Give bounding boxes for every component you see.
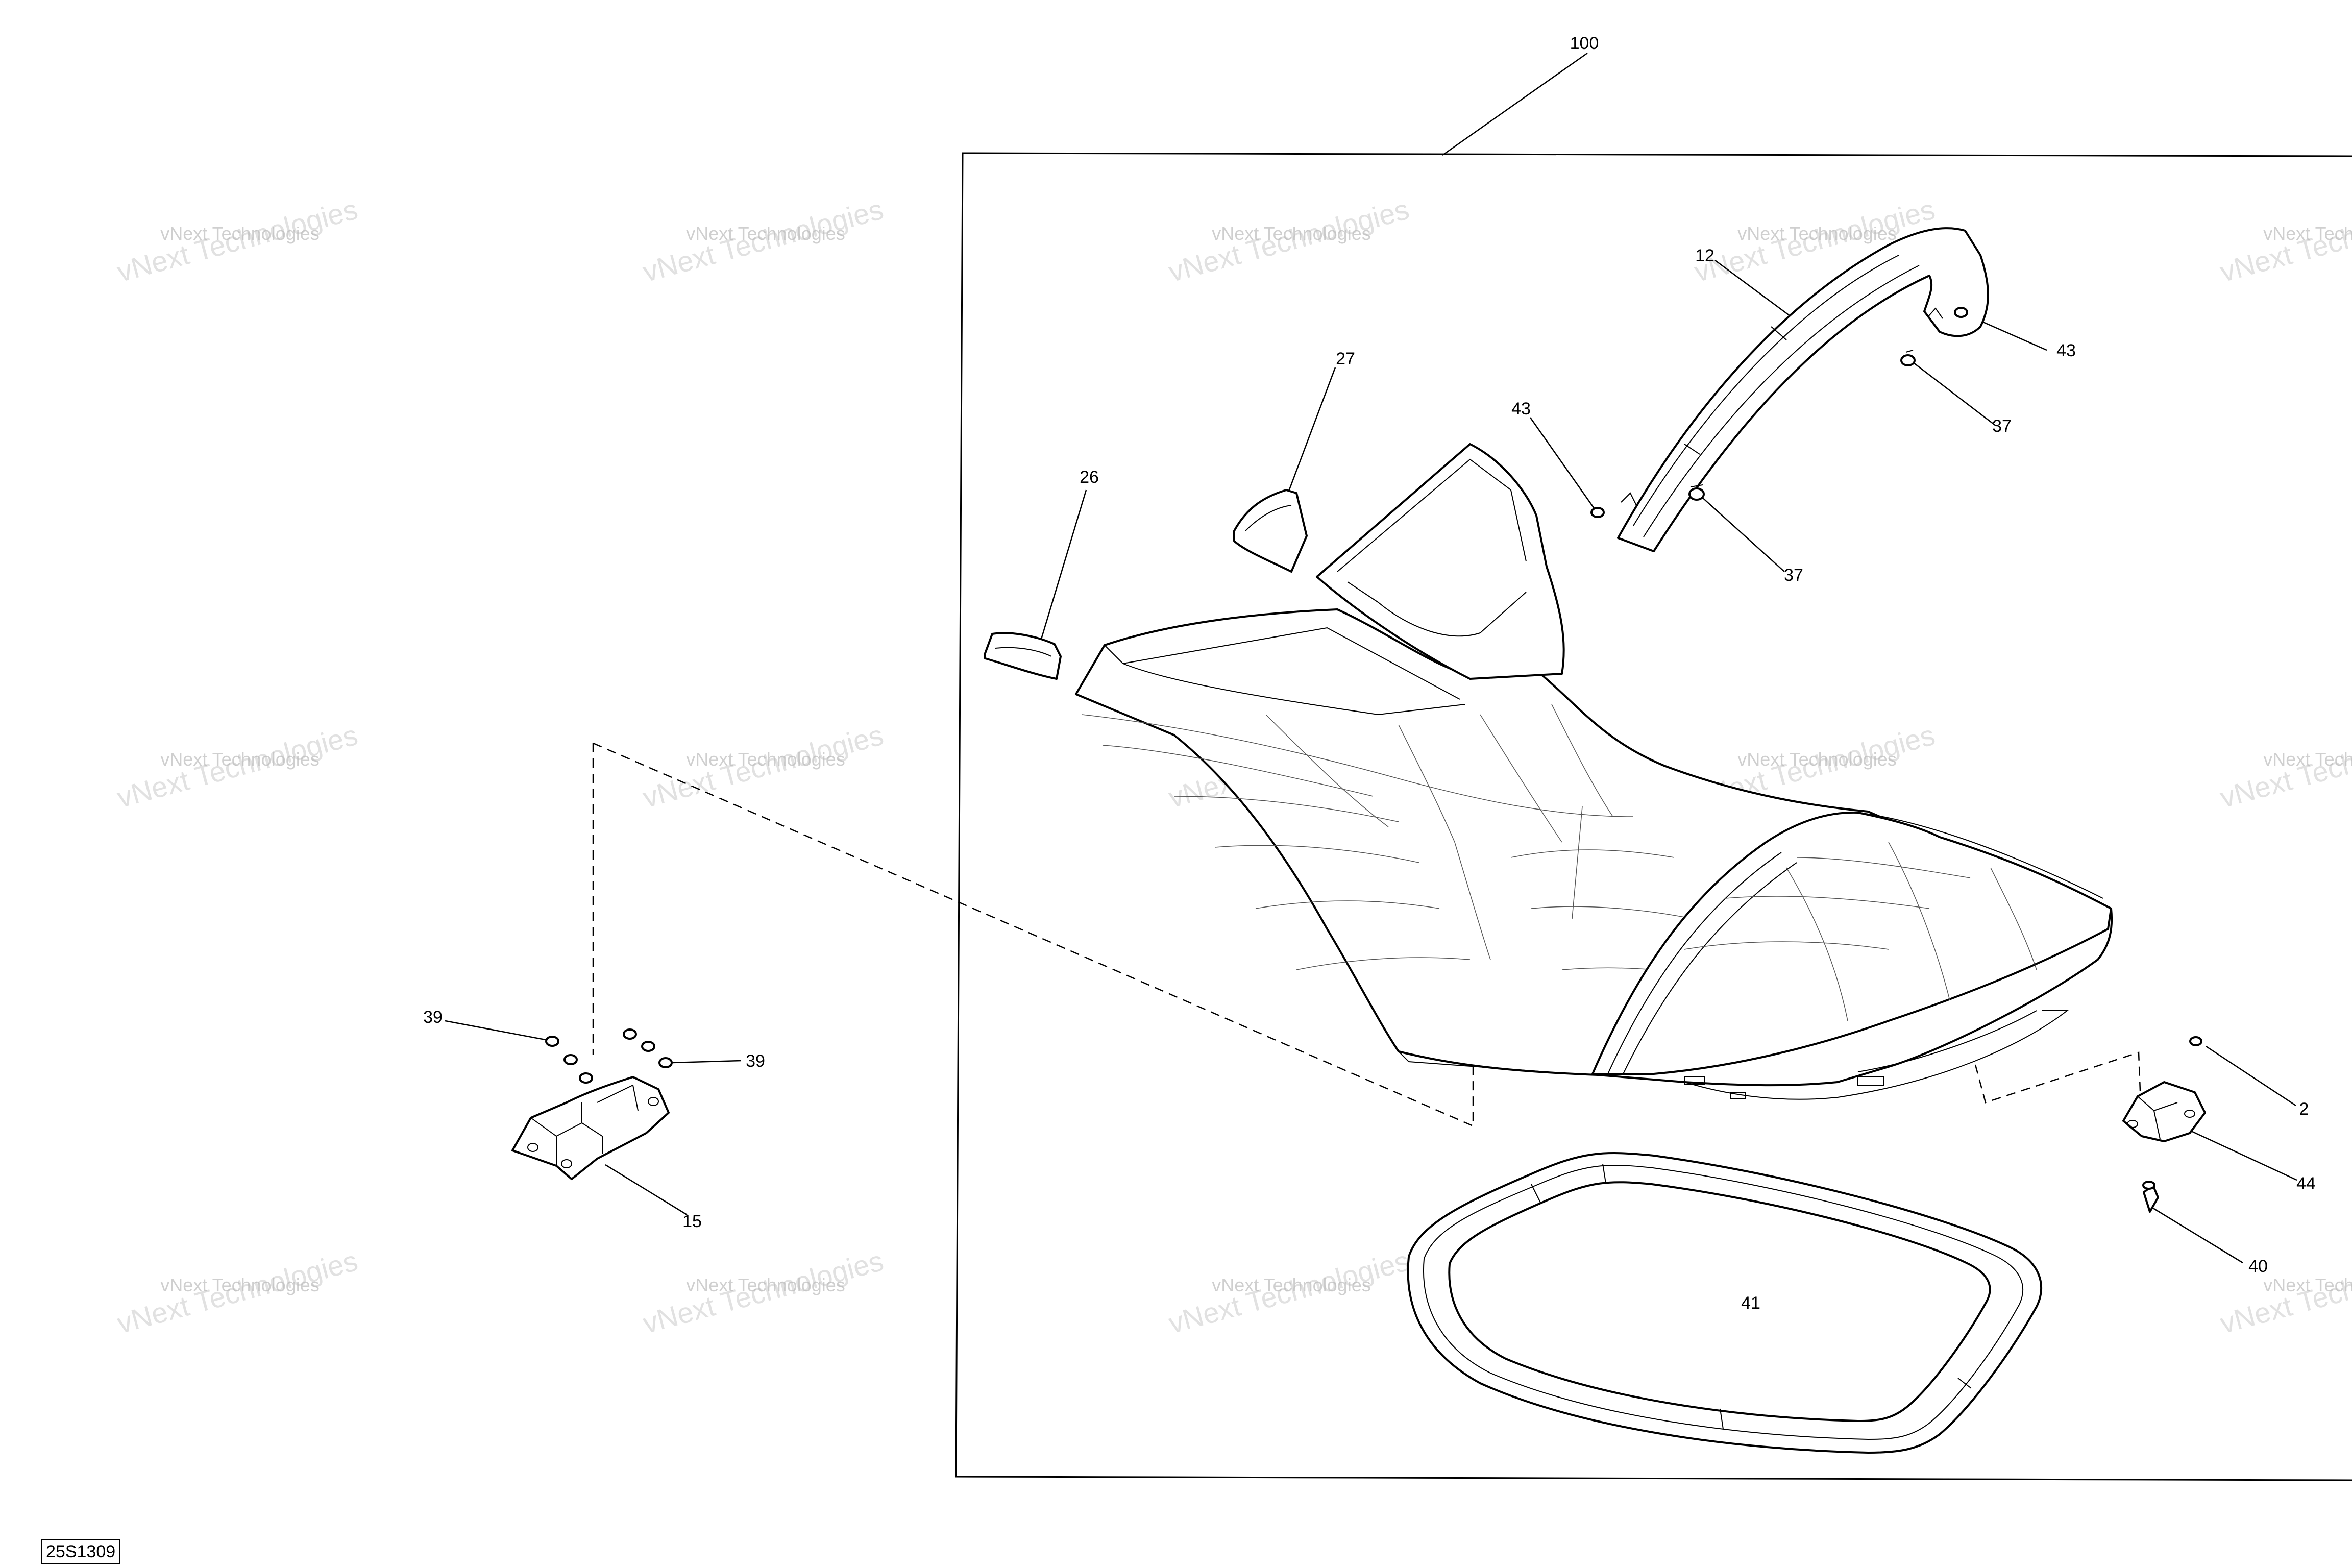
part-37-rivet-lower — [1688, 484, 1705, 501]
callout-37-upper: 37 — [1992, 416, 2012, 436]
assembly-frame — [955, 152, 2352, 1481]
watermark-text-rotated: vNext Technologies — [114, 1244, 361, 1339]
watermark-text-rotated: vNext Technologies — [640, 193, 887, 288]
callout-100: 100 — [1570, 34, 1599, 53]
part-2-washer — [2189, 1036, 2202, 1046]
part-27-trim-piece — [1233, 489, 1308, 573]
part-41-seal-ring — [1407, 1152, 2043, 1454]
callout-12: 12 — [1695, 246, 1714, 265]
part-43-nut-upper — [1954, 307, 1968, 318]
callout-39-right: 39 — [746, 1051, 765, 1071]
part-39-nuts — [545, 1028, 673, 1084]
part-12-grab-strap — [1617, 227, 1989, 552]
callout-44: 44 — [2296, 1174, 2316, 1193]
watermark-text-rotated: vNext Technologies — [114, 193, 361, 288]
callout-15: 15 — [682, 1212, 702, 1231]
part-43-nut-lower — [1590, 507, 1605, 518]
part-44-latch — [2122, 1081, 2206, 1142]
callout-27: 27 — [1336, 349, 1355, 369]
part-40-screw — [2142, 1181, 2159, 1213]
watermark-text: vNext Technologies — [686, 223, 845, 244]
watermark-text: vNext Technologies — [2263, 223, 2352, 244]
watermark-text: vNext Technologies — [2263, 749, 2352, 770]
watermark-text-rotated: vNext Technologies — [2217, 193, 2352, 288]
part-100-seat — [1075, 443, 2113, 1100]
callout-26: 26 — [1080, 468, 1099, 487]
watermark-text: vNext Technologies — [2263, 1275, 2352, 1295]
watermark-text: vNext Technologies — [1737, 749, 1897, 770]
callout-43-upper: 43 — [2056, 341, 2076, 360]
watermark-text: vNext Technologies — [1212, 223, 1371, 244]
callout-2: 2 — [2299, 1099, 2309, 1119]
watermark-text: vNext Technologies — [1212, 1275, 1371, 1295]
callout-41: 41 — [1741, 1293, 1760, 1313]
leader-lines — [445, 52, 2297, 1387]
callout-40: 40 — [2248, 1257, 2268, 1276]
watermark-text-rotated: vNext Technologies — [1165, 1244, 1412, 1339]
callout-labels: 100 12 43 37 27 43 37 26 39 39 15 2 44 4… — [423, 34, 2316, 1313]
watermark-text: vNext Technologies — [1737, 223, 1897, 244]
watermark-text-rotated: vNext Technologies — [1165, 193, 1412, 288]
part-37-rivet-upper — [1900, 350, 1916, 366]
watermark-text-rotated: vNext Technologies — [640, 719, 887, 814]
watermark-text: vNext Technologies — [160, 223, 320, 244]
callout-37-lower: 37 — [1784, 566, 1803, 585]
watermark-text-rotated: vNext Technologies — [114, 719, 361, 814]
watermark-text: vNext Technologies — [160, 749, 320, 770]
alignment-lines — [592, 742, 2143, 1131]
callout-39-left: 39 — [423, 1008, 443, 1027]
diagram-code: 25S1309 — [41, 1539, 121, 1564]
part-26-trim-piece — [984, 632, 1062, 680]
watermark-text: vNext Technologies — [160, 1275, 320, 1295]
callout-43-lower: 43 — [1511, 399, 1531, 419]
watermark-text-rotated: vNext Technologies — [2217, 719, 2352, 814]
watermark-text: vNext Technologies — [686, 749, 845, 770]
watermark-text-rotated: vNext Technologies — [640, 1244, 887, 1339]
part-15-latch-bracket — [511, 1076, 670, 1180]
watermark-text: vNext Technologies — [686, 1275, 845, 1295]
